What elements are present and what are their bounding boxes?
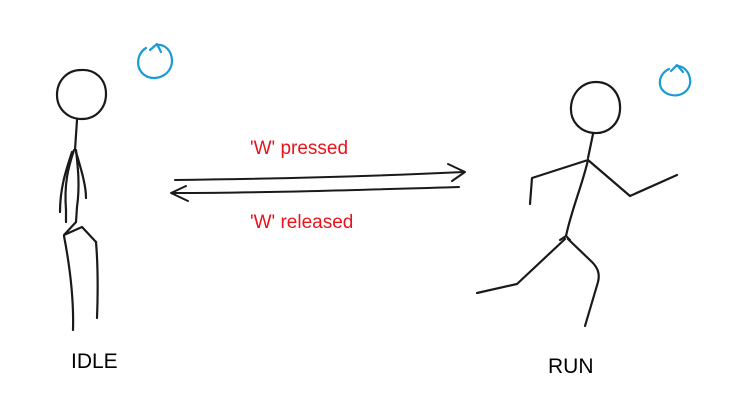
run-torso <box>564 158 590 238</box>
state-label-idle: IDLE <box>71 350 118 373</box>
idle-right-arm <box>74 150 88 200</box>
transition-arrow-pressed <box>174 163 466 182</box>
transition-label-pressed: 'W' pressed <box>250 138 349 159</box>
run-head <box>569 80 622 135</box>
state-label-run: RUN <box>548 355 594 378</box>
idle-stick-figure <box>55 68 108 332</box>
idle-head <box>55 68 108 121</box>
loop-arrow-icon <box>658 63 692 97</box>
transition-label-released: 'W' released <box>250 212 354 233</box>
run-left-arm <box>528 158 590 206</box>
idle-neck <box>73 118 79 152</box>
run-neck <box>586 132 595 160</box>
idle-hips <box>62 220 98 244</box>
run-right-arm <box>586 158 679 198</box>
run-stick-figure <box>475 80 679 328</box>
idle-left-arm <box>58 150 74 214</box>
idle-right-leg <box>94 240 99 320</box>
run-right-leg <box>566 237 600 328</box>
idle-torso <box>64 148 80 224</box>
transition-arrow-released <box>170 185 460 202</box>
run-left-leg <box>475 237 567 295</box>
idle-left-leg <box>62 234 75 332</box>
loop-arrow-icon <box>137 42 174 80</box>
